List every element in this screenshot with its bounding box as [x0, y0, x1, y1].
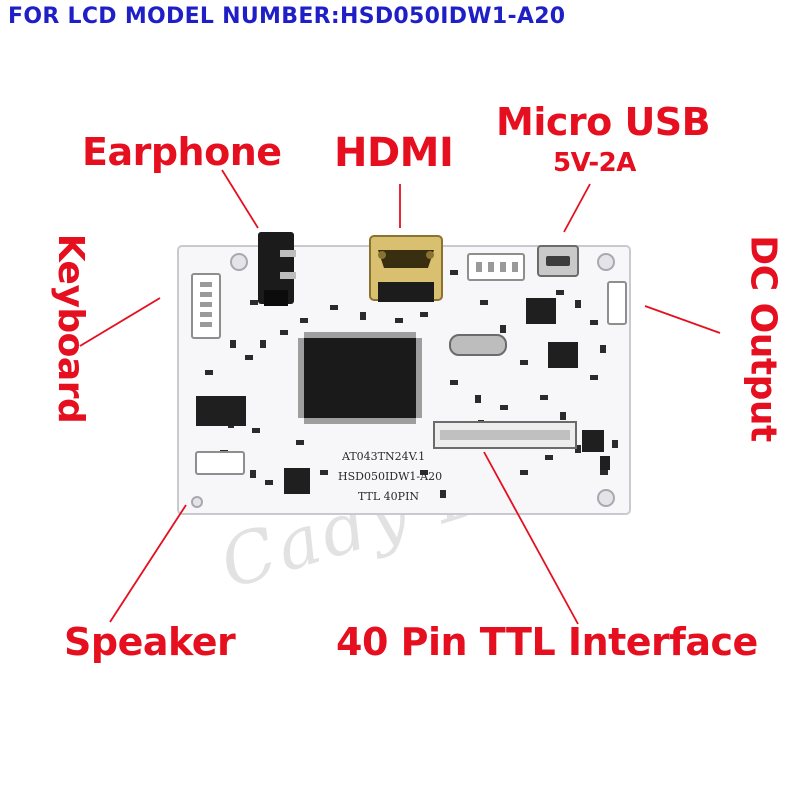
chip-small: [284, 468, 310, 494]
label-micro-usb-spec: 5V-2A: [553, 148, 636, 178]
silk-line-3: TTL 40PIN: [358, 490, 419, 503]
leader-dc-output: [644, 305, 721, 334]
chip-left: [196, 396, 246, 426]
regulator-2: [548, 342, 578, 368]
crystal-oscillator: [449, 334, 507, 356]
regulator-1: [526, 298, 556, 324]
leader-micro-usb: [563, 183, 591, 233]
label-earphone: Earphone: [82, 130, 282, 174]
earphone-jack: [258, 232, 296, 306]
main-chip: [298, 332, 422, 424]
silk-line-1: AT043TN24V.1: [341, 450, 425, 463]
leader-ttl: [483, 451, 579, 625]
leader-speaker: [109, 504, 187, 623]
ttl-40pin-connector: [433, 421, 577, 449]
mount-hole-tl: [230, 253, 248, 271]
speaker-connector: [195, 451, 245, 475]
silk-line-2: HSD050IDW1-A20: [338, 470, 442, 483]
mount-hole-br: [597, 489, 615, 507]
chip-right-bottom: [582, 430, 604, 452]
label-ttl-interface: 40 Pin TTL Interface: [336, 620, 758, 664]
micro-usb-port: [537, 245, 579, 277]
label-micro-usb: Micro USB: [496, 100, 711, 144]
small-connector-top: [467, 253, 525, 281]
header-title: FOR LCD MODEL NUMBER:HSD050IDW1-A20: [8, 4, 566, 29]
mount-hole-bl: [191, 496, 203, 508]
mount-hole-tr: [597, 253, 615, 271]
dc-output-connector: [607, 281, 627, 325]
leader-earphone: [221, 169, 259, 229]
led-right: [600, 456, 610, 470]
leader-keyboard: [79, 297, 161, 347]
label-speaker: Speaker: [64, 620, 236, 664]
keyboard-connector: [191, 273, 221, 339]
hdmi-connector: [369, 235, 443, 302]
leader-lines: [79, 169, 721, 625]
label-hdmi: HDMI: [334, 130, 454, 176]
